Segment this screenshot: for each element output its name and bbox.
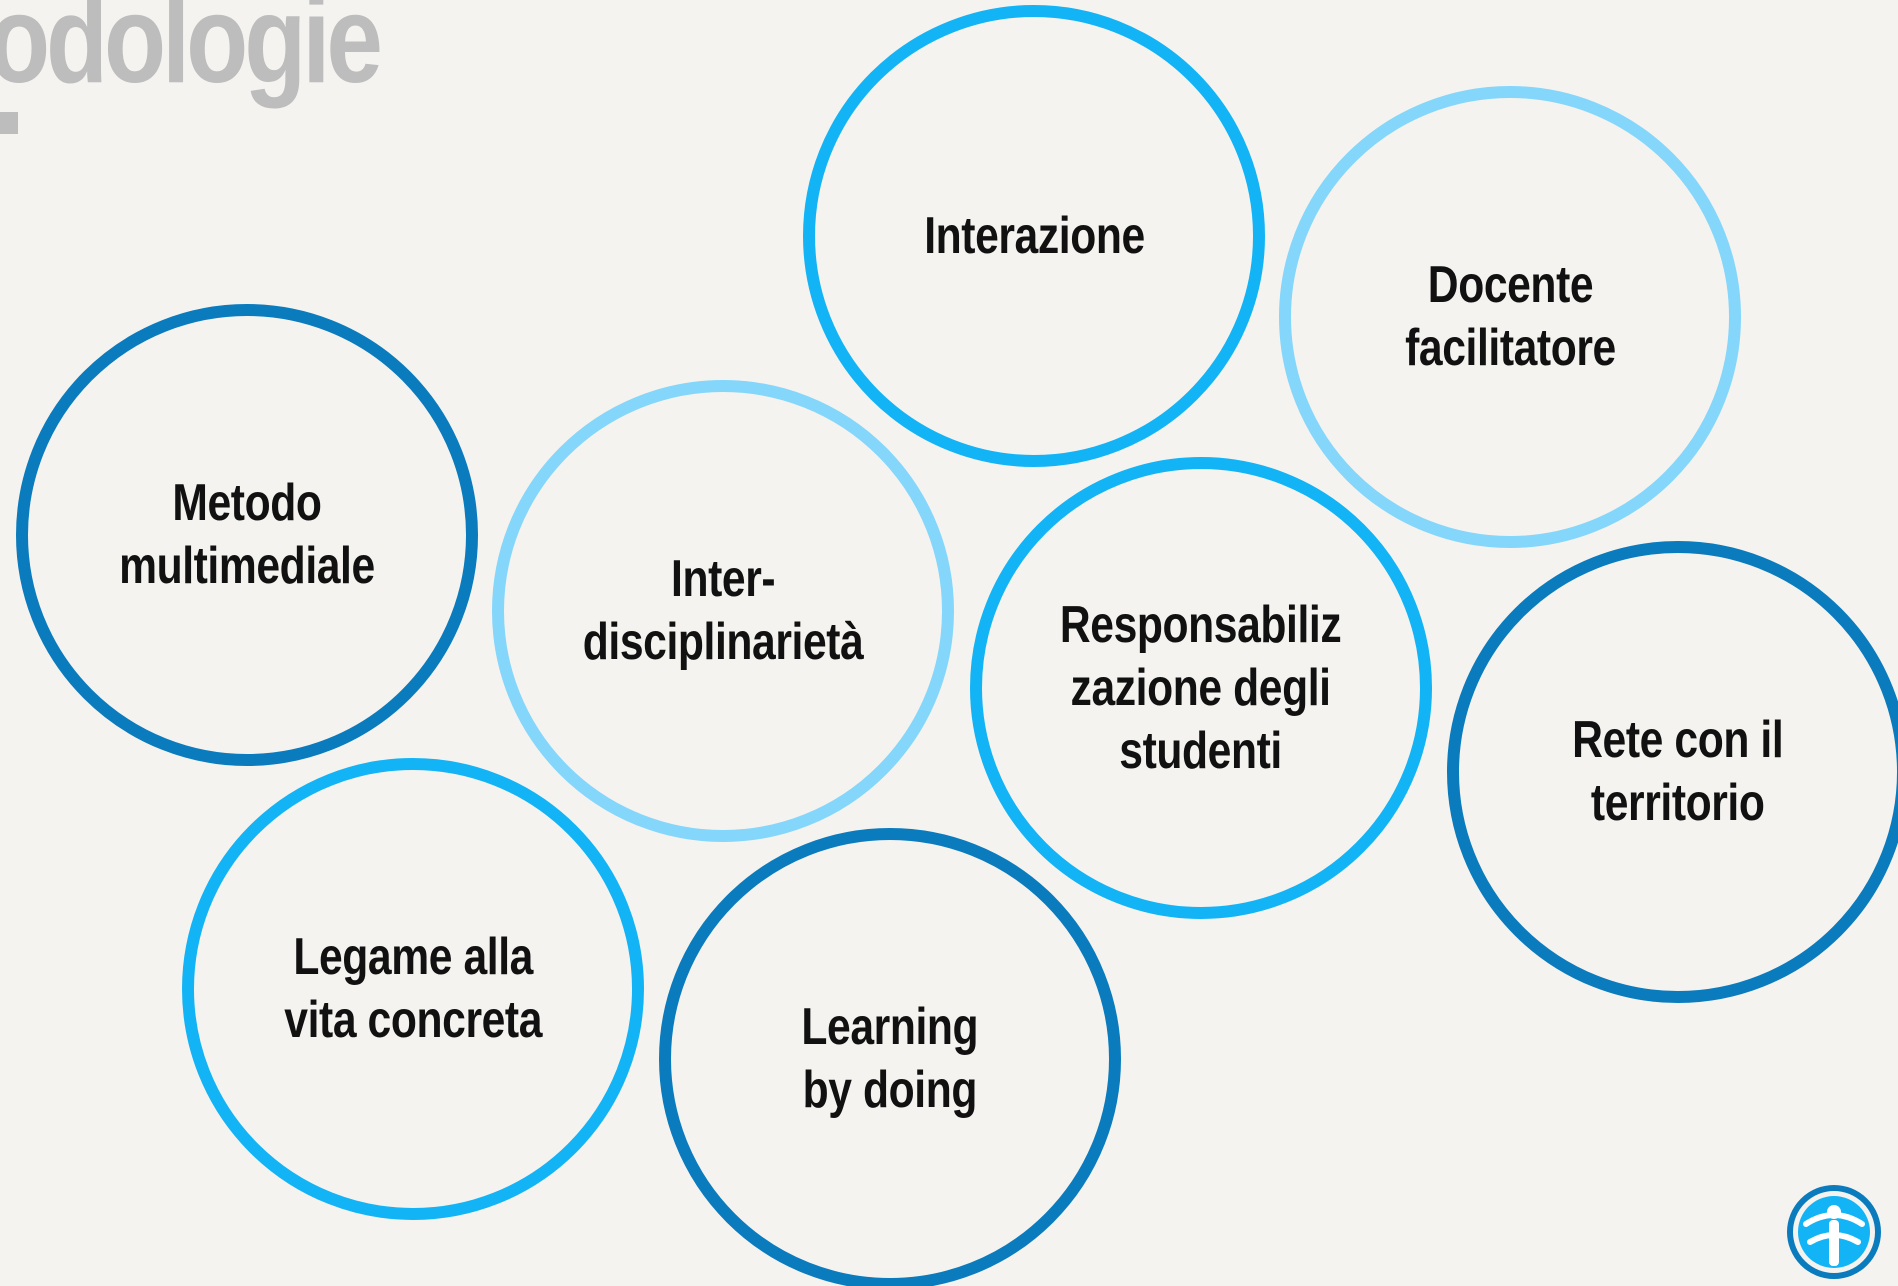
bubble-learning-by-doing: Learning by doing (659, 828, 1121, 1286)
bubble-label: Docente facilitatore (1404, 256, 1616, 377)
globe-person-logo-icon (1787, 1185, 1881, 1279)
bubble-label: Metodo multimediale (119, 474, 375, 595)
bubble-interdisciplinarieta: Inter- disciplinarietà (492, 380, 954, 842)
bubble-interazione: Interazione (803, 5, 1265, 467)
title-cutoff-mark (0, 112, 18, 134)
bubble-metodo-multimediale: Metodo multimediale (16, 304, 478, 766)
bubble-rete-territorio: Rete con il territorio (1447, 541, 1898, 1003)
bubble-label: Responsabiliz zazione degli studenti (1060, 595, 1342, 780)
bubble-label: Legame alla vita concreta (284, 928, 542, 1049)
bubble-docente-facilitatore: Docente facilitatore (1279, 86, 1741, 548)
bubble-label: Rete con il territorio (1572, 711, 1784, 832)
bubble-legame-vita-concreta: Legame alla vita concreta (182, 758, 644, 1220)
bubble-responsabilizzazione: Responsabiliz zazione degli studenti (970, 457, 1432, 919)
page-title: odologie (0, 0, 383, 109)
bubble-label: Interazione (923, 206, 1145, 265)
bubble-label: Inter- disciplinarietà (582, 550, 864, 671)
bubble-label: Learning by doing (801, 998, 979, 1119)
